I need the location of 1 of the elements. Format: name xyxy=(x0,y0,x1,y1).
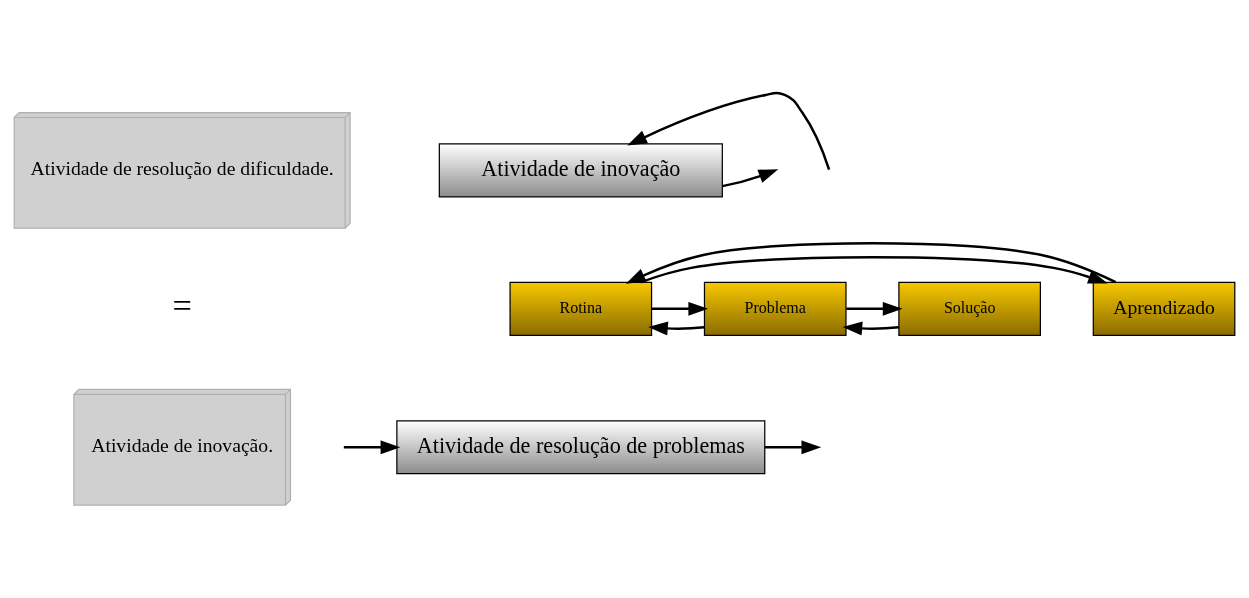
label: = xyxy=(172,286,192,325)
